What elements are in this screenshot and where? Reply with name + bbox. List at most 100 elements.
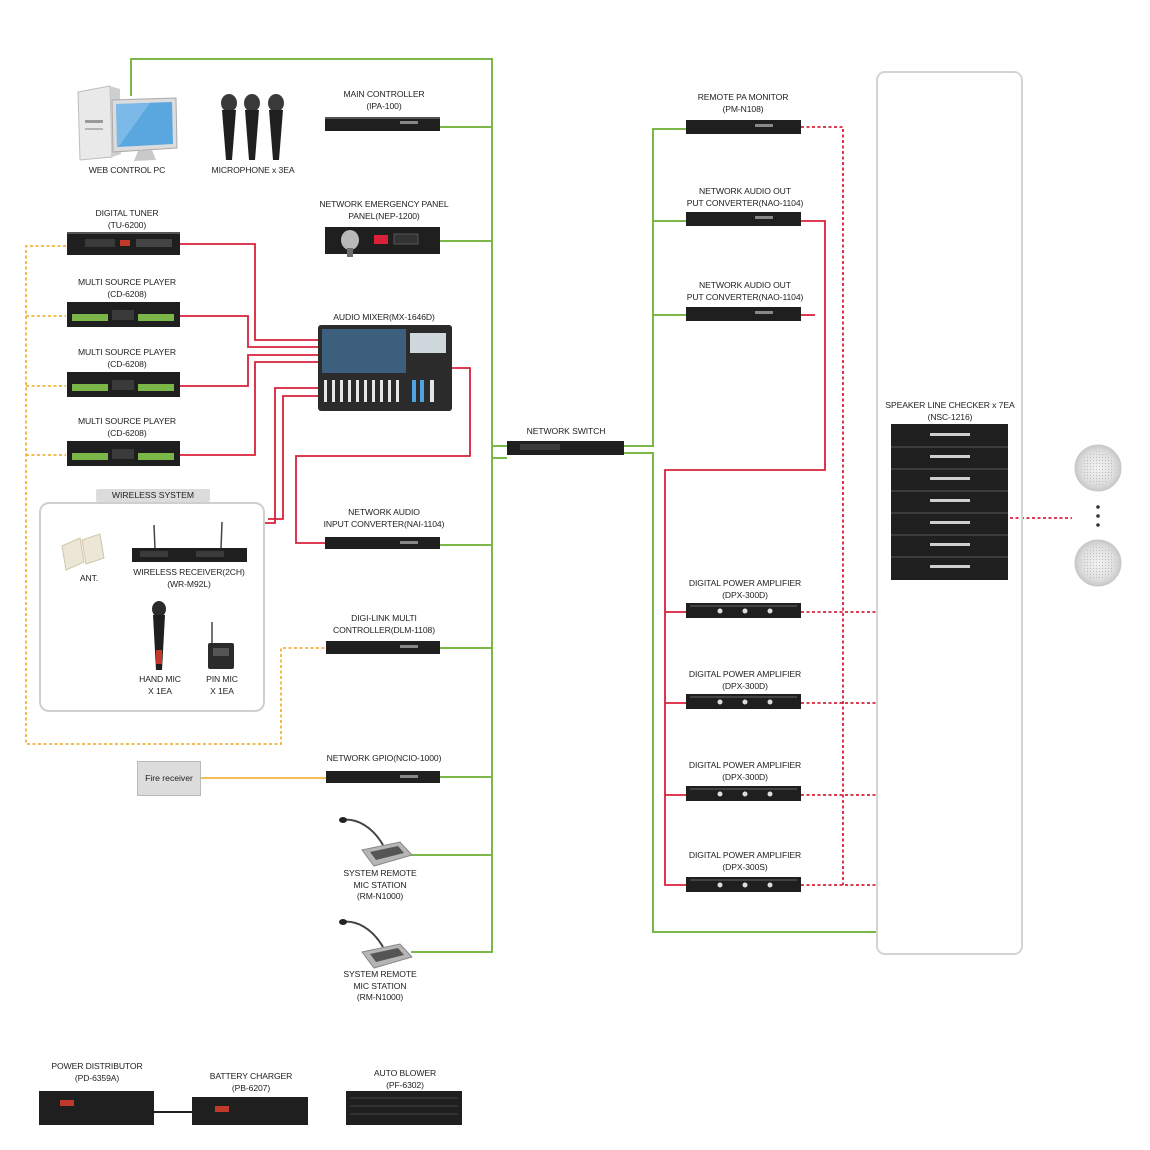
label-line: (DPX-300D) bbox=[722, 680, 768, 691]
label-player-3: MULTI SOURCE PLAYER(CD-6208) bbox=[78, 416, 176, 439]
label-line: SYSTEM REMOTE bbox=[343, 868, 417, 878]
label-line: (DPX-300D) bbox=[722, 771, 768, 782]
wireless-system-box bbox=[39, 502, 265, 712]
label-line: NETWORK AUDIO bbox=[348, 507, 420, 517]
label-line: MAIN CONTROLLER bbox=[343, 89, 425, 99]
main-controller-rack bbox=[325, 117, 440, 131]
wireless-system-title: WIRELESS SYSTEM bbox=[96, 489, 210, 502]
label-network-switch: NETWORK SWITCH bbox=[527, 426, 606, 438]
label-line: X 1EA bbox=[210, 685, 234, 696]
label-line: (PM-N108) bbox=[722, 103, 764, 114]
label-line: REMOTE PA MONITOR bbox=[697, 92, 789, 102]
label-line: SYSTEM REMOTE bbox=[343, 969, 417, 979]
label-line: POWER DISTRIBUTOR bbox=[51, 1061, 143, 1071]
label-line: PANEL(NEP-1200) bbox=[348, 210, 420, 221]
speaker-links bbox=[801, 126, 1072, 886]
label-line: (PF-6302) bbox=[386, 1079, 424, 1090]
label-line: (WR-M92L) bbox=[167, 578, 211, 589]
pin-mic-icon bbox=[208, 622, 234, 669]
label-battery-charger: BATTERY CHARGER(PB-6207) bbox=[210, 1071, 293, 1094]
label-line: NETWORK AUDIO OUT bbox=[699, 280, 791, 290]
label-line: WEB CONTROL PC bbox=[88, 165, 166, 175]
mic-station-1-icon bbox=[339, 817, 413, 867]
auto-blower-rack bbox=[346, 1091, 462, 1125]
emergency-panel-rack bbox=[325, 227, 440, 257]
label-audio-mixer: AUDIO MIXER(MX-1646D) bbox=[333, 312, 435, 324]
label-line: NETWORK SWITCH bbox=[526, 426, 606, 436]
amp-rack-1 bbox=[686, 603, 801, 618]
label-line: ANT. bbox=[79, 573, 99, 583]
pc-icon bbox=[77, 85, 178, 161]
label-power-distributor: POWER DISTRIBUTOR(PD-6359A) bbox=[51, 1061, 142, 1084]
label-line: (PB-6207) bbox=[231, 1082, 271, 1093]
label-line: (DPX-300D) bbox=[722, 589, 768, 600]
audio-mixer-unit bbox=[318, 325, 452, 411]
gpio-rack bbox=[326, 771, 440, 783]
ceiling-speaker-icon bbox=[1074, 444, 1122, 587]
mic-station-2-icon bbox=[339, 919, 413, 969]
label-line: (DPX-300S) bbox=[722, 861, 768, 872]
label-line: INPUT CONVERTER(NAI-1104) bbox=[323, 518, 445, 529]
label-amp-1: DIGITAL POWER AMPLIFIER(DPX-300D) bbox=[689, 578, 801, 601]
digilink-controller-rack bbox=[326, 641, 440, 654]
label-line: WIRELESS RECEIVER(2CH) bbox=[133, 567, 245, 577]
label-line: NETWORK AUDIO OUT bbox=[699, 186, 791, 196]
label-line: AUTO BLOWER bbox=[373, 1068, 437, 1078]
label-digital-tuner: DIGITAL TUNER(TU-6200) bbox=[95, 208, 158, 231]
label-line: (CD-6208) bbox=[107, 358, 147, 369]
label-line: (CD-6208) bbox=[107, 427, 147, 438]
label-line: DIGITAL POWER AMPLIFIER bbox=[688, 669, 802, 679]
antenna-icon bbox=[61, 533, 105, 571]
label-player-1: MULTI SOURCE PLAYER(CD-6208) bbox=[78, 277, 176, 300]
label-web-control-pc: WEB CONTROL PC bbox=[89, 165, 166, 177]
label-antenna: ANT. bbox=[80, 573, 98, 585]
label-line: MIC STATION bbox=[353, 879, 407, 890]
label-line: MIC STATION bbox=[353, 980, 407, 991]
label-microphones: MICROPHONE x 3EA bbox=[212, 165, 295, 177]
label-line: (RM-N1000) bbox=[356, 891, 404, 901]
player-rack-2 bbox=[67, 372, 180, 397]
label-line: CONTROLLER(DLM-1108) bbox=[333, 624, 435, 635]
label-line: MULTI SOURCE PLAYER bbox=[77, 347, 177, 357]
label-line: (TU-6200) bbox=[107, 219, 147, 230]
label-amp-3: DIGITAL POWER AMPLIFIER(DPX-300D) bbox=[689, 760, 801, 783]
label-line: MULTI SOURCE PLAYER bbox=[77, 416, 177, 426]
label-line: (RM-N1000) bbox=[356, 992, 404, 1002]
audio-out-rack-2 bbox=[686, 307, 801, 321]
audio-out-rack-1 bbox=[686, 212, 801, 226]
label-line: MULTI SOURCE PLAYER bbox=[77, 277, 177, 287]
label-line: BATTERY CHARGER bbox=[209, 1071, 293, 1081]
label-line: DIGI-LINK MULTI bbox=[351, 613, 417, 623]
label-line: (IPA-100) bbox=[366, 100, 402, 111]
player-rack-3 bbox=[67, 441, 180, 466]
line-checker-stack bbox=[891, 424, 1008, 580]
pa-monitor-rack bbox=[686, 120, 801, 134]
label-line: AUDIO MIXER(MX-1646D) bbox=[333, 312, 435, 322]
label-line: (PD-6359A) bbox=[74, 1072, 120, 1083]
network-switch-unit bbox=[507, 441, 624, 455]
player-rack-1 bbox=[67, 302, 180, 327]
label-line: PUT CONVERTER(NAO-1104) bbox=[686, 197, 804, 208]
label-line: MICROPHONE x 3EA bbox=[211, 165, 295, 175]
label-line-checker: SPEAKER LINE CHECKER x 7EA(NSC-1216) bbox=[885, 400, 1014, 423]
label-line: DIGITAL POWER AMPLIFIER bbox=[688, 760, 802, 770]
amp-rack-4 bbox=[686, 877, 801, 892]
amp-rack-2 bbox=[686, 694, 801, 709]
network-links bbox=[130, 58, 876, 953]
label-wireless-receiver: WIRELESS RECEIVER(2CH)(WR-M92L) bbox=[133, 567, 245, 590]
label-network-gpio: NETWORK GPIO(NCIO-1000) bbox=[327, 753, 442, 765]
fire-receiver-box: Fire receiver bbox=[137, 761, 201, 796]
audio-links bbox=[180, 220, 826, 886]
label-line: X 1EA bbox=[148, 685, 172, 696]
label-line: SPEAKER LINE CHECKER x 7EA bbox=[885, 400, 1015, 410]
input-converter-rack bbox=[325, 537, 440, 549]
label-remote-pa-monitor: REMOTE PA MONITOR(PM-N108) bbox=[698, 92, 789, 115]
